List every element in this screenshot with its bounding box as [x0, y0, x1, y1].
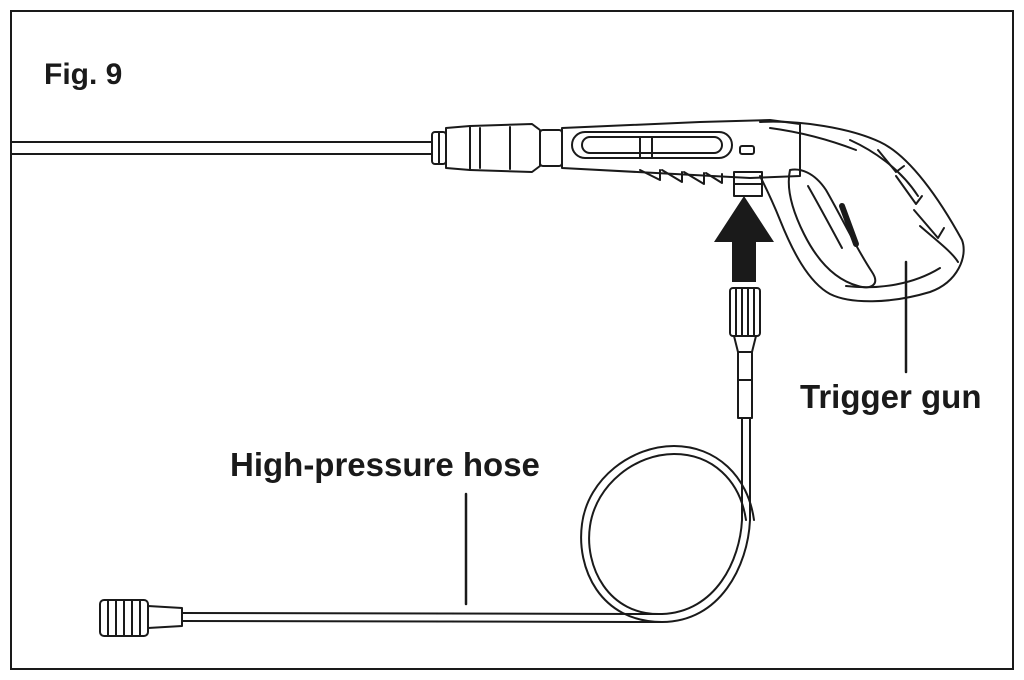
lance-connector — [431, 123, 563, 173]
figure-frame — [10, 10, 1014, 670]
high-pressure-hose-label: High-pressure hose — [230, 446, 540, 483]
trigger-gun — [561, 119, 965, 303]
high-pressure-hose — [99, 287, 761, 637]
spray-lance — [11, 141, 433, 155]
arrow-up-icon — [714, 196, 774, 282]
figure-label: Fig. 9 — [44, 58, 123, 91]
trigger-gun-label: Trigger gun — [800, 378, 982, 415]
